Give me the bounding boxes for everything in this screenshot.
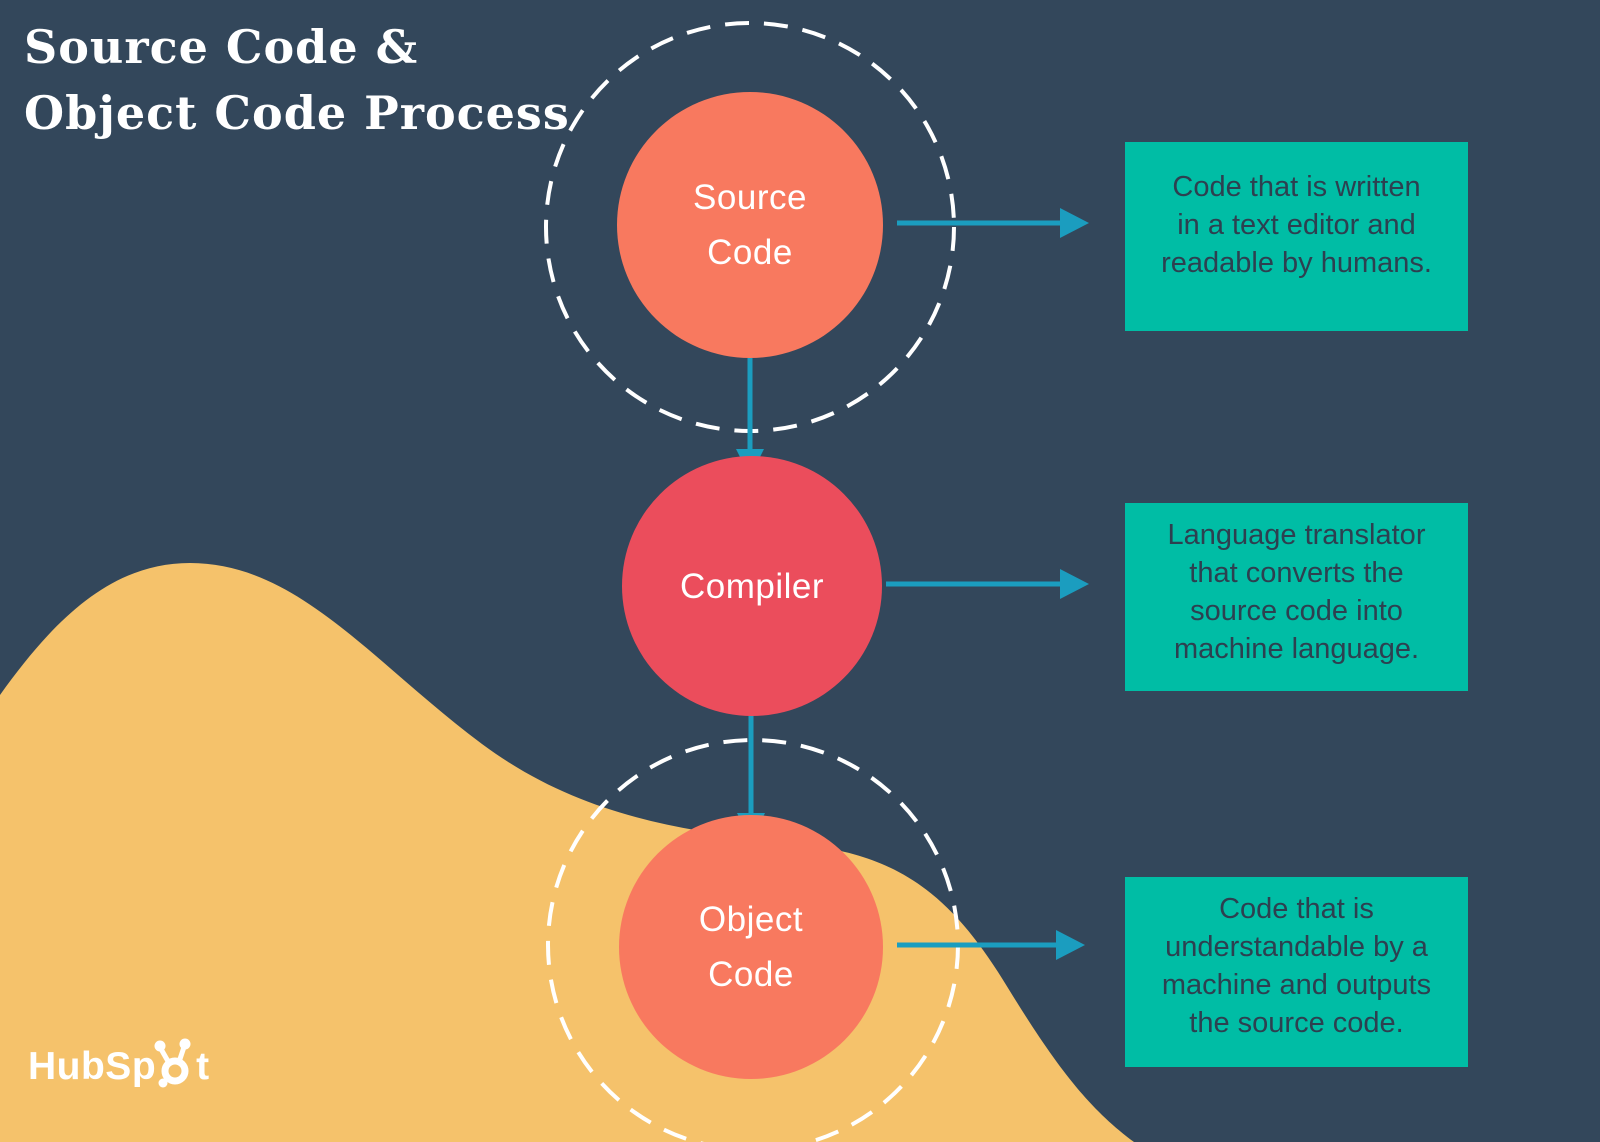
hubspot-logo-text-before: HubSp	[28, 1045, 157, 1088]
hubspot-logo-text-after: t	[196, 1045, 210, 1088]
node-compiler: Compiler	[622, 456, 882, 716]
page-title: Source Code & Object Code Process	[24, 20, 570, 140]
node-compiler-label: Compiler	[679, 566, 825, 606]
node-source-code-label: Source Code	[693, 178, 807, 272]
node-object-code-label: Object Code	[698, 900, 804, 994]
hubspot-logo: HubSp t	[28, 1036, 210, 1088]
hubspot-sprocket-icon	[154, 1038, 191, 1088]
node-source-code: Source Code	[617, 92, 883, 358]
description-box-object-code: Code that is understandable by a machine…	[1125, 877, 1468, 1067]
node-object-code: Object Code	[619, 815, 883, 1079]
description-box-source-code: Code that is written in a text editor an…	[1125, 142, 1468, 331]
arrow-source-to-description-head	[1060, 208, 1089, 238]
arrow-object-to-description-head	[1056, 930, 1085, 960]
description-text-source-code: Code that is written in a text editor an…	[1161, 171, 1432, 279]
description-box-compiler: Language translator that converts the so…	[1125, 503, 1468, 691]
description-text-compiler: Language translator that converts the so…	[1167, 519, 1426, 665]
description-text-object-code: Code that is understandable by a machine…	[1161, 893, 1432, 1039]
arrow-compiler-to-description-head	[1060, 569, 1089, 599]
